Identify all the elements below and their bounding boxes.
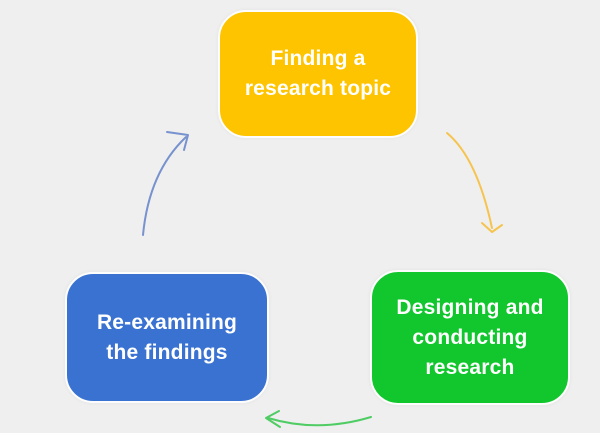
node-label: Designing and conducting research	[396, 295, 544, 379]
node-label: Re-examining the findings	[96, 310, 238, 364]
curved-arrow-shaft	[267, 416, 372, 427]
arrow-reexamine-to-topic	[142, 131, 189, 236]
arrowhead-left-icon	[265, 410, 281, 428]
node-reexamining-findings: Re-examining the findings	[65, 272, 269, 403]
arrow-topic-to-design	[446, 132, 503, 233]
arrow-design-to-reexamine	[265, 410, 372, 428]
arrowhead-up-right-icon	[166, 131, 189, 151]
node-label: Finding a research topic	[244, 47, 392, 100]
node-designing-conducting-research: Designing and conducting research	[370, 270, 570, 405]
node-finding-research-topic: Finding a research topic	[218, 10, 418, 138]
arrowhead-down-icon	[481, 222, 503, 233]
curved-arrow-shaft	[142, 136, 187, 236]
curved-arrow-shaft	[446, 132, 493, 229]
